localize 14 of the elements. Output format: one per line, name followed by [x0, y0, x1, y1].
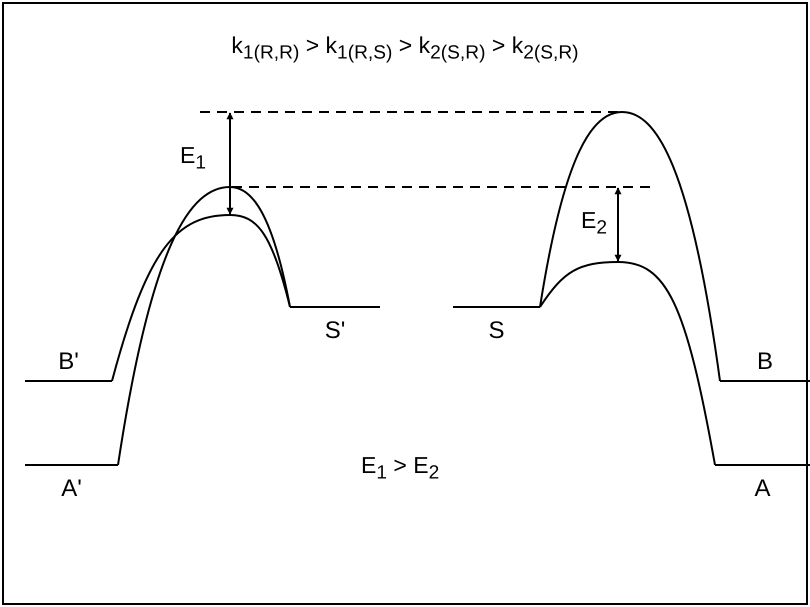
energy-label: E$_{1}$ > E$_{2}$	[361, 452, 440, 486]
energy-label: E$_{1}$	[180, 142, 206, 176]
energy-label: E$_{2}$	[581, 207, 607, 241]
level-label: A'	[60, 476, 83, 502]
level-label: B	[756, 349, 774, 375]
energy-curve	[111, 214, 291, 382]
level-label: S	[487, 318, 506, 344]
level-label: S'	[324, 318, 346, 344]
energy-curve	[117, 186, 291, 466]
level-label: B'	[57, 349, 80, 375]
title: k$_{1(R,R)}$ > k$_{1(R,S)}$ > k$_{2(S,R)}$ > k$_{2(S,R)}$	[230, 32, 580, 66]
level-label: A	[753, 476, 772, 502]
energy-curve	[539, 111, 721, 382]
energy-curve	[539, 261, 716, 466]
